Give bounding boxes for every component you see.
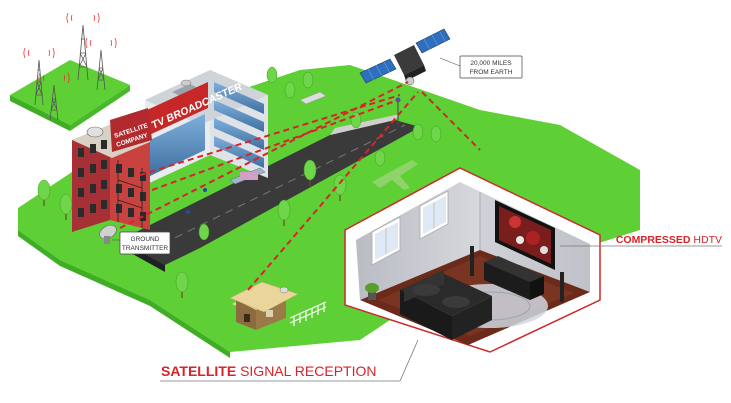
satellite-distance-callout: 20,000 MILES FROM EARTH (440, 56, 522, 78)
ground-transmitter-callout: GROUND TRANSMITTER (112, 232, 170, 254)
ground-transmitter-line2: TRANSMITTER (122, 245, 169, 252)
satellite-distance-line2: FROM EARTH (470, 69, 513, 76)
ground-transmitter-line1: GROUND (131, 236, 160, 243)
satellite-reception-highlight: SATELLITE (161, 363, 236, 379)
satellite-icon (360, 29, 450, 85)
compressed-hdtv-highlight: COMPRESSED (616, 234, 691, 246)
satellite-reception-label: SATELLITE SIGNAL RECEPTION (161, 363, 376, 379)
satellite-distance-line1: 20,000 MILES (470, 60, 512, 67)
compressed-hdtv-label: COMPRESSED HDTV (616, 234, 722, 246)
compressed-hdtv-rest: HDTV (691, 234, 723, 246)
satellite-company-building: SATELLITE COMPANY (72, 108, 152, 232)
satellite-reception-rest: SIGNAL RECEPTION (236, 363, 376, 379)
